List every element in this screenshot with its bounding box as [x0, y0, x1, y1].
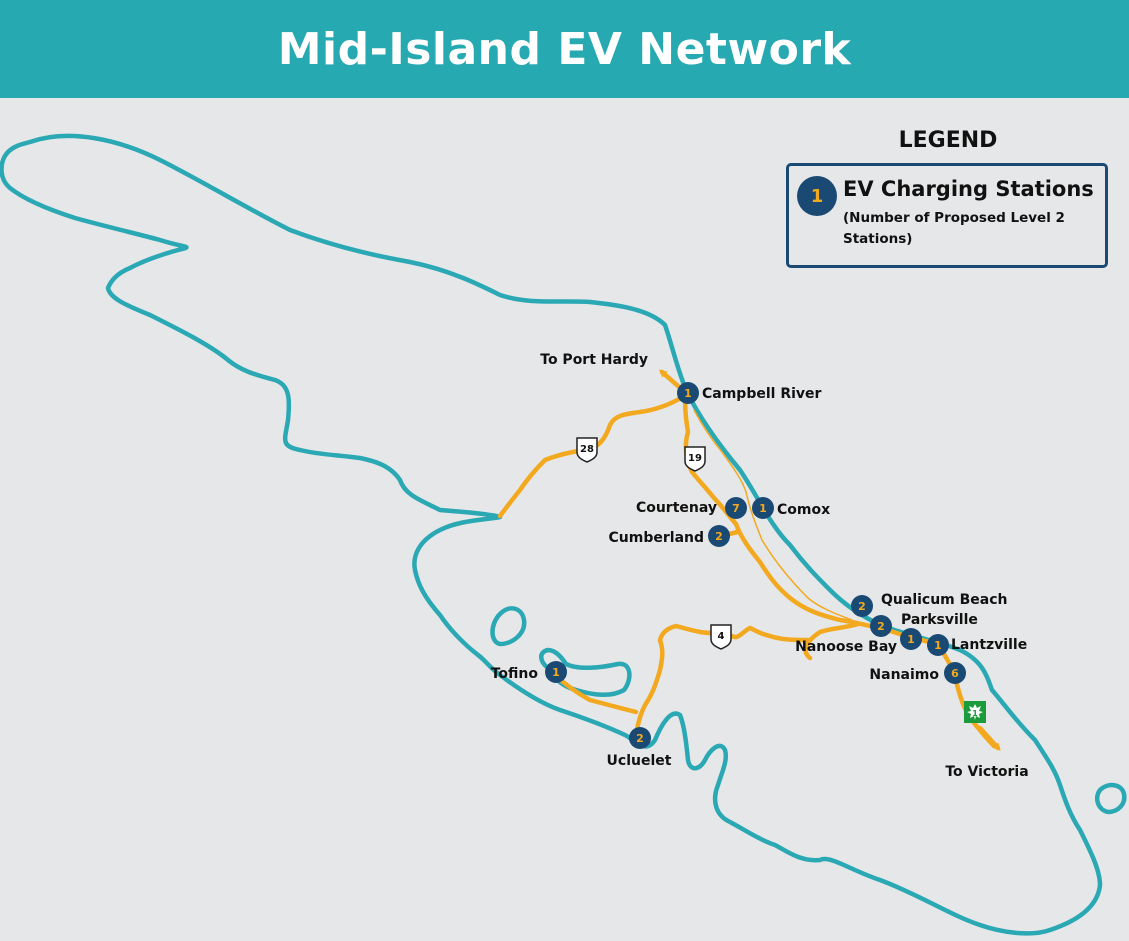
- station-marker-nanaimo[interactable]: 6: [944, 662, 966, 684]
- island-coastline: [0, 133, 1103, 936]
- label-nanaimo: Nanaimo: [869, 667, 939, 683]
- station-marker-qualicum-beach[interactable]: 2: [851, 595, 873, 617]
- highway-19-shield: 19: [684, 446, 706, 472]
- highway-1-south-arrow: [977, 725, 1001, 751]
- svg-text:2: 2: [858, 600, 866, 613]
- station-marker-nanoose-bay[interactable]: 1: [900, 628, 922, 650]
- legend-sublabel: (Number of Proposed Level 2 Stations): [843, 210, 1065, 247]
- highway-19a-route: [693, 409, 853, 621]
- legend-label: EV Charging Stations: [843, 177, 1094, 201]
- small-island-east: [1095, 782, 1127, 815]
- svg-text:2: 2: [636, 732, 644, 745]
- svg-text:2: 2: [877, 620, 885, 633]
- label-ucluelet: Ucluelet: [607, 753, 672, 769]
- station-marker-courtenay[interactable]: 7: [725, 497, 747, 519]
- highway-1-shield: 1: [964, 701, 986, 723]
- svg-text:7: 7: [732, 502, 740, 515]
- legend-station-marker: 1: [797, 176, 837, 216]
- highway-28-shield: 28: [576, 437, 598, 463]
- legend-box: 1 EV Charging Stations (Number of Propos…: [786, 163, 1108, 268]
- svg-text:4: 4: [718, 631, 725, 642]
- label-to-victoria: To Victoria: [945, 764, 1028, 780]
- label-lantzville: Lantzville: [951, 637, 1027, 653]
- station-marker-ucluelet[interactable]: 2: [629, 727, 651, 749]
- svg-text:28: 28: [580, 444, 594, 455]
- svg-text:1: 1: [934, 639, 942, 652]
- svg-text:2: 2: [715, 530, 723, 543]
- label-parksville: Parksville: [901, 612, 978, 628]
- label-qualicum-beach: Qualicum Beach: [881, 592, 1008, 608]
- label-courtenay: Courtenay: [636, 500, 717, 516]
- label-nanoose-bay: Nanoose Bay: [795, 639, 897, 655]
- highway-4-shield: 4: [710, 624, 732, 650]
- svg-text:19: 19: [688, 453, 702, 464]
- legend-heading: LEGEND: [898, 128, 998, 153]
- label-to-port-hardy: To Port Hardy: [540, 352, 648, 368]
- label-comox: Comox: [777, 502, 830, 518]
- station-marker-cumberland[interactable]: 2: [708, 525, 730, 547]
- station-marker-lantzville[interactable]: 1: [927, 634, 949, 656]
- label-campbell-river: Campbell River: [702, 386, 822, 402]
- station-marker-tofino[interactable]: 1: [545, 661, 567, 683]
- station-marker-campbell-river[interactable]: 1: [677, 382, 699, 404]
- svg-text:1: 1: [907, 633, 915, 646]
- station-marker-parksville[interactable]: 2: [870, 615, 892, 637]
- page-title: Mid-Island EV Network: [277, 23, 852, 75]
- svg-text:1: 1: [972, 709, 978, 718]
- svg-text:6: 6: [951, 667, 959, 680]
- svg-text:1: 1: [759, 502, 767, 515]
- highway-19-route: [682, 390, 997, 749]
- svg-text:1: 1: [684, 387, 692, 400]
- station-marker-comox[interactable]: 1: [752, 497, 774, 519]
- svg-text:1: 1: [552, 666, 560, 679]
- small-island-west: [490, 606, 527, 647]
- title-banner: Mid-Island EV Network: [0, 0, 1129, 98]
- label-tofino: Tofino: [491, 666, 539, 682]
- highway-4-route: [553, 621, 861, 741]
- label-cumberland: Cumberland: [609, 530, 704, 546]
